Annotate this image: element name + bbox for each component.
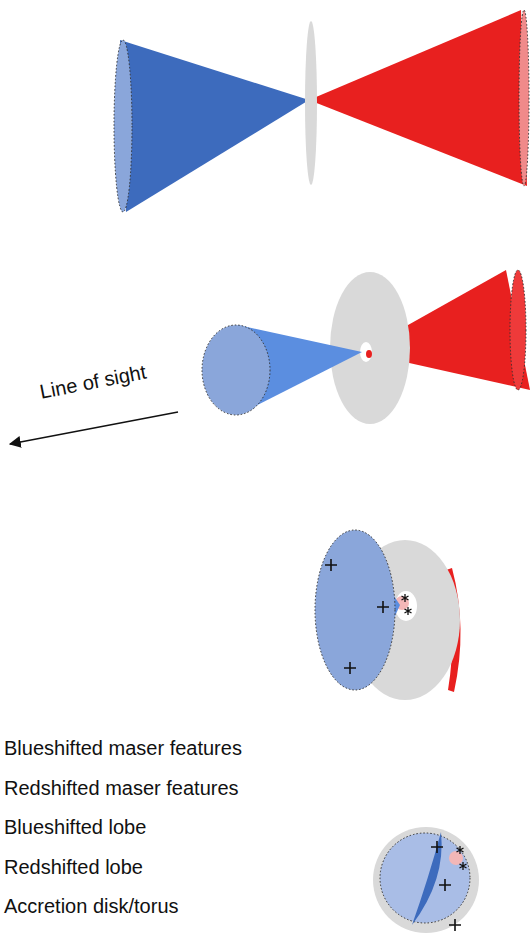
blue-lobe-base [380, 833, 470, 923]
legend-text: Redshifted maser features [4, 777, 239, 799]
blue-lobe-base [315, 530, 395, 690]
redshifted-maser-asterisks [457, 846, 467, 870]
red-lobe-base [510, 270, 526, 390]
accretion-disk [305, 21, 317, 185]
legend-text: Blueshifted maser features [4, 737, 242, 759]
red-lobe-glimpse [449, 851, 463, 865]
legend-text: Blueshifted lobe [4, 816, 146, 838]
legend-entry: Blueshifted lobe [4, 815, 146, 839]
legend-text: Redshifted lobe [4, 856, 143, 878]
legend-entry: Redshifted maser features [4, 776, 239, 800]
edge-on-view [114, 10, 529, 212]
legend-entry: Blueshifted maser features [4, 736, 242, 760]
accretion-disk [373, 827, 479, 933]
redshifted-maser-asterisks [402, 594, 412, 615]
legend-entry: Redshifted lobe [4, 855, 143, 879]
blue-lobe-base [202, 325, 270, 415]
blueshifted-maser-crosses [431, 841, 461, 931]
near-pole-on-view [315, 530, 461, 700]
red-lobe-base [519, 10, 529, 186]
pole-on-view [373, 827, 479, 933]
axis-label: Line of sight [38, 360, 148, 404]
blue-lobe-base [114, 40, 132, 212]
blueshifted-maser-crosses [325, 559, 389, 674]
red-lobe [309, 10, 527, 186]
blue-lobe [120, 40, 309, 212]
line-of-sight-arrow [10, 412, 178, 444]
red-lobe-glimpse [366, 350, 372, 358]
legend-text: Accretion disk/torus [4, 895, 179, 917]
legend-entry: Accretion disk/torus [4, 894, 179, 918]
inclined-view [10, 270, 530, 444]
